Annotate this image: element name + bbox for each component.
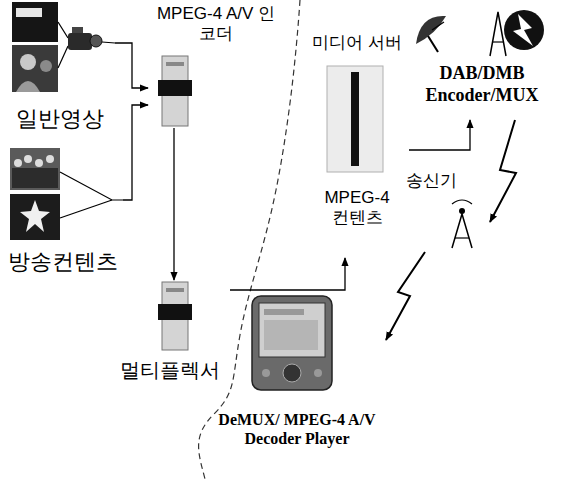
pda-screen: [264, 320, 318, 350]
signal-arrow: [409, 120, 470, 150]
antenna-tower: [493, 41, 503, 42]
node-label: DeMUX/ MPEG-4 A/V Decoder Player: [213, 410, 381, 448]
image-detail: [20, 54, 36, 70]
label-slot: DAB/DMB Encoder/MUX: [416, 63, 548, 106]
feed-wire: [60, 172, 123, 200]
image-detail: [12, 168, 58, 188]
transmitter-icon: [455, 237, 469, 238]
node-label: DAB/DMB Encoder/MUX: [416, 63, 548, 106]
device-detail: [158, 80, 192, 96]
node-label: MPEG-4 컨텐츠: [317, 188, 397, 229]
transmitter-icon: [459, 208, 465, 214]
feed-wire: [58, 46, 68, 68]
image-detail: [16, 81, 40, 92]
image-detail: [14, 159, 22, 167]
image-detail: [24, 155, 32, 163]
camera-icon: [68, 33, 92, 50]
satellite-dish: [428, 36, 438, 52]
multiplexer: 멀티플렉서: [112, 280, 230, 390]
broadcast-signal-icon: [513, 14, 533, 46]
player-device: DeMUX/ MPEG-4 A/V Decoder Player: [208, 292, 386, 470]
label-slot: 송신기: [406, 170, 484, 190]
pda-button: [262, 369, 270, 377]
device-detail: [158, 304, 192, 320]
broadcast-image: [10, 194, 60, 240]
device-detail: [166, 288, 184, 292]
label-slot: 일반영상: [5, 106, 115, 132]
broadcast-content: 방송컨텐츠: [3, 145, 123, 285]
pda-button: [314, 369, 322, 377]
broadcast-image: [10, 148, 60, 190]
radio-link: [490, 120, 516, 222]
video-image: [12, 2, 58, 42]
radio-link: [386, 252, 425, 340]
encoder: MPEG-4 A/V 인코더: [148, 0, 290, 128]
server-panel: [327, 66, 383, 172]
server-detail: [351, 72, 359, 166]
node-label: 미디어 서버: [312, 32, 402, 52]
label-slot: 멀티플렉서: [116, 358, 224, 382]
signal-arrow: [230, 258, 345, 290]
image-detail: [16, 8, 42, 17]
antenna-tower: [490, 12, 506, 56]
label-slot: 방송컨텐츠: [3, 249, 123, 275]
pda-button: [283, 364, 301, 382]
video-source: 일반영상: [5, 0, 115, 138]
label-slot: MPEG-4 A/V 인코더: [152, 4, 280, 45]
image-detail: [40, 60, 52, 72]
camera-lens: [90, 35, 102, 47]
node-label: 멀티플렉서: [120, 358, 220, 382]
signal-arrow: [123, 105, 148, 200]
feed-wire: [102, 42, 115, 43]
satellite-dish: [432, 22, 444, 30]
pda-device: [252, 296, 332, 390]
media-server: 미디어 서버 MPEG-4 컨텐츠: [305, 28, 409, 258]
broadcast-signal-icon: [504, 10, 544, 50]
pda-screen: [264, 309, 304, 315]
image-detail: [20, 200, 50, 232]
signal-arrow: [115, 43, 148, 88]
boundary-curve: [199, 0, 300, 479]
transmitter-icon: [452, 200, 472, 204]
signal-arrow: [173, 128, 174, 280]
node-label: MPEG-4 A/V 인코더: [152, 4, 280, 45]
transmitter-icon: [452, 214, 472, 248]
pda-screen: [259, 303, 325, 357]
camera-icon: [72, 27, 83, 33]
feed-wire: [58, 22, 68, 38]
label-slot: DeMUX/ MPEG-4 A/V Decoder Player: [213, 410, 381, 448]
feed-wire: [60, 200, 112, 218]
transmitter: 송신기: [400, 168, 490, 252]
video-image: [12, 45, 58, 92]
label-slot: 미디어 서버: [305, 32, 409, 52]
label-slot: MPEG-4 컨텐츠: [317, 188, 397, 229]
device-detail: [166, 62, 184, 66]
image-detail: [46, 155, 54, 163]
node-label: 일반영상: [16, 106, 104, 132]
node-label: 방송컨텐츠: [8, 249, 118, 275]
dab-dmb-encoder: DAB/DMB Encoder/MUX: [412, 5, 552, 120]
node-label: 송신기: [406, 170, 457, 190]
image-detail: [35, 159, 43, 167]
